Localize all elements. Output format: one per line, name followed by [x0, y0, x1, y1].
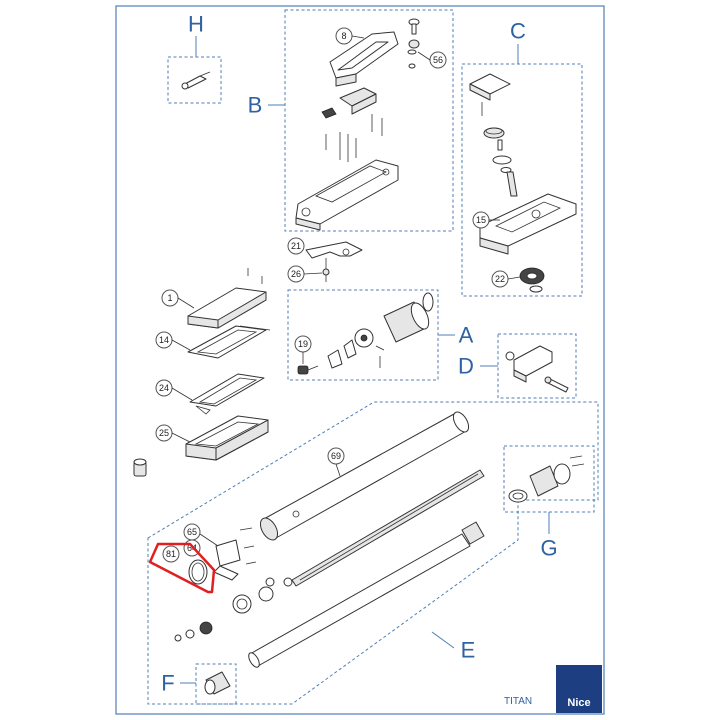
group-a-label: A: [459, 323, 474, 348]
callout-1: 1: [161, 289, 195, 309]
svg-text:56: 56: [433, 55, 443, 65]
svg-text:26: 26: [291, 269, 301, 279]
svg-text:25: 25: [159, 428, 169, 438]
callout-24: 24: [155, 379, 193, 401]
gear-stack-part: [483, 127, 512, 173]
callout-19: 19: [294, 335, 312, 364]
svg-text:22: 22: [495, 274, 505, 284]
highlighted-part-81: 81: [148, 542, 216, 594]
callout-8: 8: [335, 27, 365, 45]
small-knob-part: [407, 18, 420, 69]
group-c-label: C: [510, 19, 526, 44]
group-h: H: [167, 12, 222, 104]
group-d-label: D: [458, 354, 474, 379]
svg-text:69: 69: [331, 451, 341, 461]
gasket-24-part: [189, 373, 265, 415]
mounting-bracket-part: [505, 345, 569, 393]
group-b-label: B: [248, 93, 263, 118]
gear-assembly-part: [327, 328, 385, 369]
lower-housing-c-part: [479, 193, 577, 255]
group-b: B: [248, 9, 454, 232]
highlight-outline: [148, 542, 216, 594]
group-c: C 15: [461, 19, 583, 297]
base-25-part: [185, 415, 269, 461]
svg-text:24: 24: [159, 383, 169, 393]
outer-tube-69-part: [259, 411, 470, 541]
brand-logo-text: Nice: [567, 697, 590, 709]
group-e: E 69: [147, 401, 599, 705]
bearing-part: [519, 267, 545, 293]
svg-text:21: 21: [291, 241, 301, 251]
plug-part: [133, 458, 147, 477]
callout-26: 26: [287, 265, 323, 283]
callout-22: 22: [491, 270, 521, 288]
clevis-pin-part: [181, 71, 211, 90]
svg-text:8: 8: [341, 31, 346, 41]
top-bracket-part: [469, 73, 511, 116]
upper-housing-part: [295, 159, 399, 231]
handle-bracket-part: [329, 31, 399, 87]
model-name: TITAN: [504, 696, 532, 707]
group-d-box: [497, 333, 577, 399]
group-d: D: [458, 333, 577, 399]
screw-26-part: [322, 268, 330, 282]
inner-tube-part: [248, 521, 485, 668]
motor-part: [383, 292, 434, 343]
svg-text:81: 81: [166, 549, 176, 559]
brand-logo: Nice: [556, 665, 602, 713]
group-e-label: E: [461, 638, 476, 663]
callout-56: 56: [417, 51, 447, 69]
group-f: F: [161, 663, 237, 705]
bushing-stack-part: [174, 577, 293, 642]
release-lever-part: [321, 87, 377, 119]
bracket-65-part: [213, 527, 257, 581]
group-b-box: [284, 9, 454, 232]
group-g: G: [503, 445, 595, 561]
cover-1-part: [187, 268, 267, 329]
svg-text:65: 65: [187, 527, 197, 537]
screw-rod-part: [291, 469, 485, 587]
svg-text:1: 1: [167, 293, 172, 303]
bracket-21-part: [305, 241, 363, 270]
group-e-leader: [431, 631, 455, 649]
callout-81: 81: [162, 545, 180, 563]
callout-15: 15: [472, 211, 500, 229]
callout-69: 69: [327, 447, 345, 477]
callout-14: 14: [155, 331, 191, 351]
outer-frame: [115, 5, 605, 715]
group-a: A 19: [287, 289, 474, 381]
shaft-part: [506, 171, 518, 197]
group-f-box: [195, 663, 237, 705]
screw-set-part: [325, 114, 383, 162]
gasket-14-part: [187, 325, 271, 359]
brand-logo-box: [556, 665, 602, 713]
group-h-label: H: [188, 12, 204, 37]
callout-21: 21: [287, 237, 305, 255]
group-c-box: [461, 63, 583, 297]
end-fitting-part: [204, 671, 231, 695]
svg-text:19: 19: [298, 339, 308, 349]
group-g-label: G: [540, 536, 557, 561]
svg-text:14: 14: [159, 335, 169, 345]
pinion-19-part: [297, 365, 319, 375]
end-cap-part: [508, 455, 585, 503]
callout-25: 25: [155, 424, 191, 443]
svg-text:15: 15: [476, 215, 486, 225]
group-f-label: F: [161, 671, 174, 696]
